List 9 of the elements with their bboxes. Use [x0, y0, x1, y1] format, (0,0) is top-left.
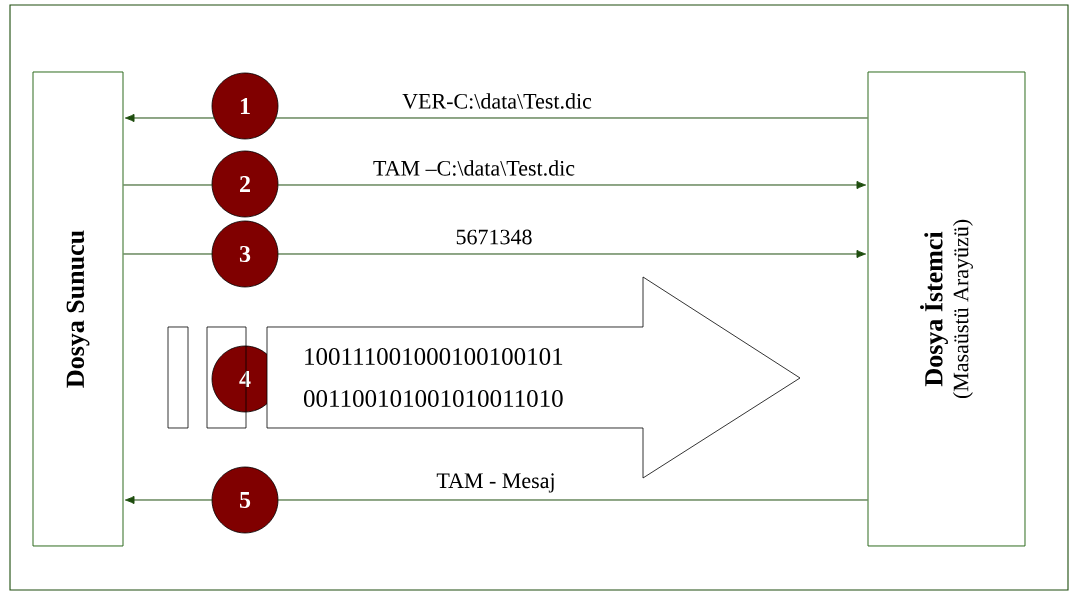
server-box: Dosya Sunucu [32, 71, 124, 547]
arrow [124, 495, 213, 505]
arrow [277, 180, 867, 190]
client-box: Dosya İstemci (Masaüstü Arayüzü) [867, 71, 1026, 547]
edge-label: TAM –C:\data\Test.dic [372, 159, 576, 177]
arrow [124, 113, 216, 123]
edge-label: 5671348 [454, 228, 534, 246]
edge-label: VER-C:\data\Test.dic [401, 92, 593, 110]
arrow [277, 249, 867, 259]
